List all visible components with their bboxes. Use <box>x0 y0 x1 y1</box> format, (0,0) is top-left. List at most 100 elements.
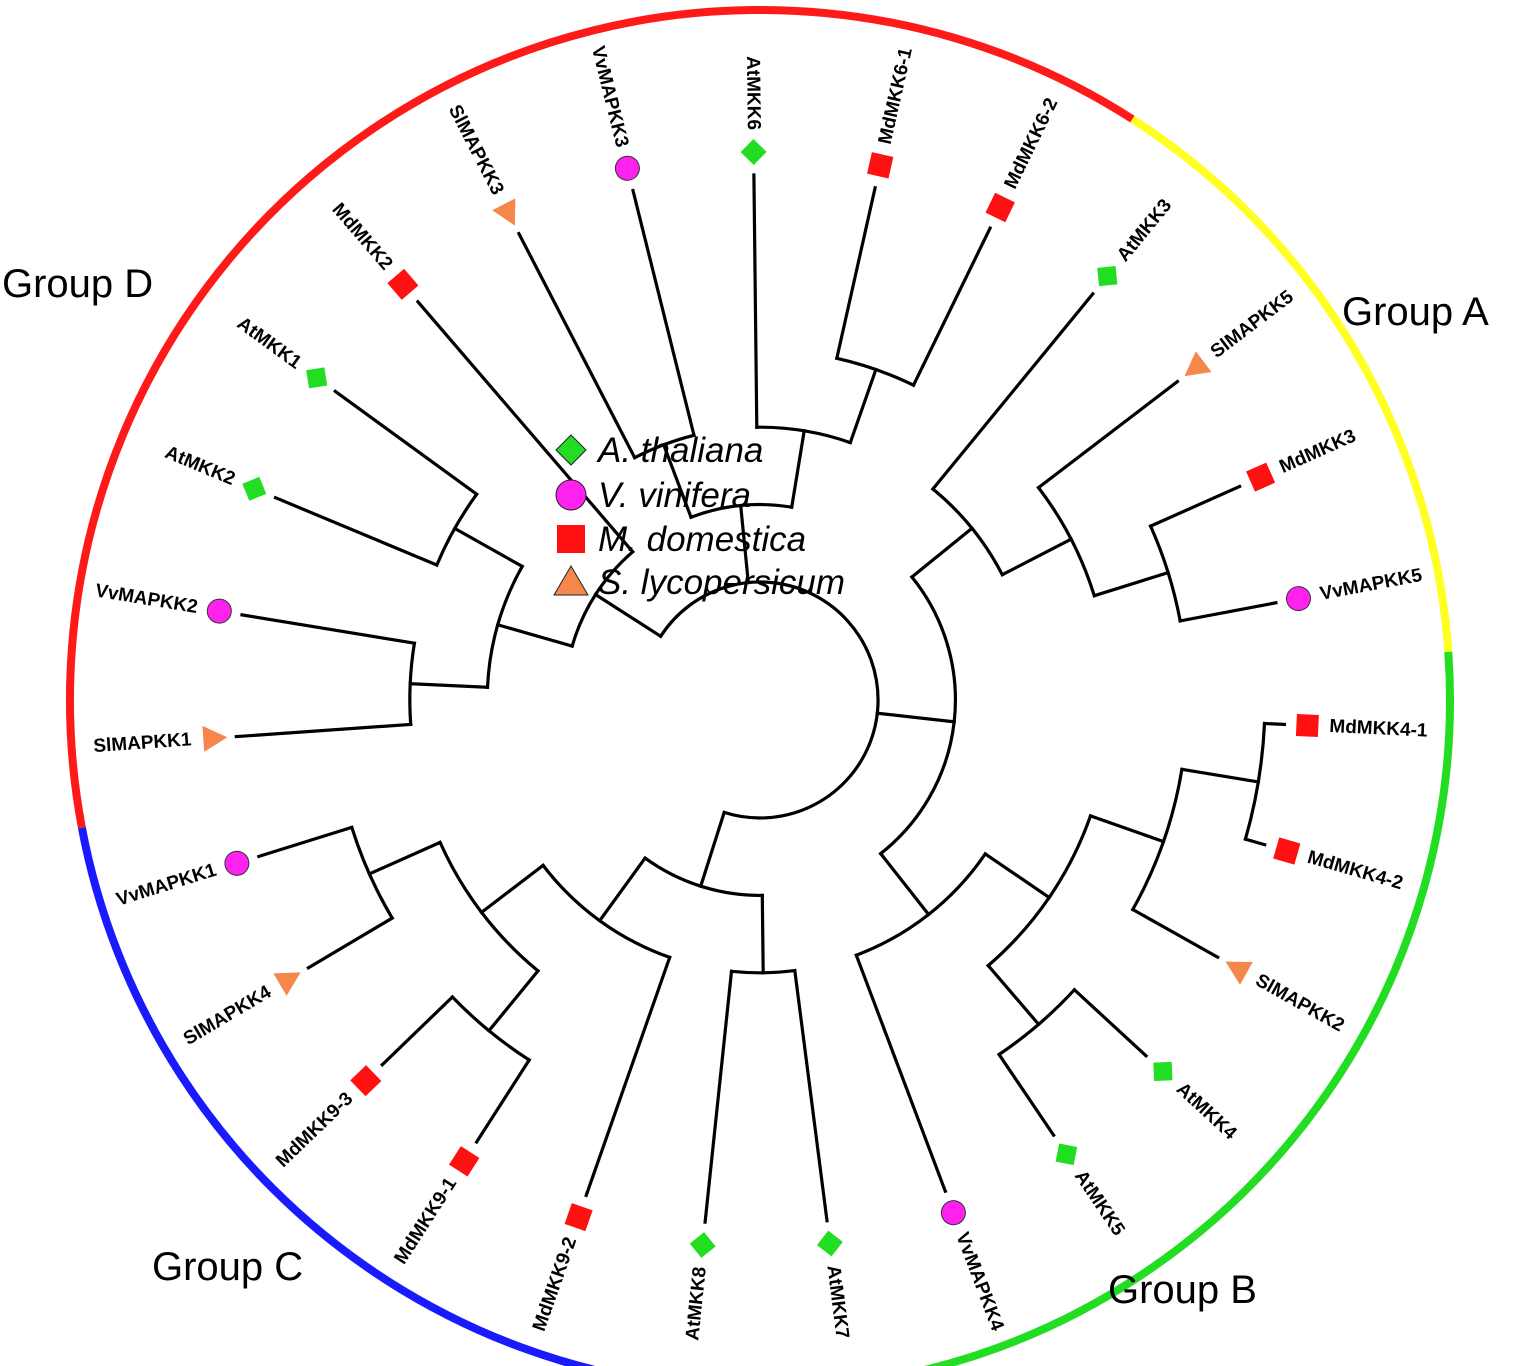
branch-line <box>1180 767 1261 784</box>
leaf-marker-square-mdmkk4-2 <box>1273 837 1301 865</box>
branch-line <box>256 825 354 859</box>
leaf-marker-diamond-atmkk7 <box>817 1230 843 1257</box>
leaf-marker-circle-vvmapkk1 <box>224 850 250 876</box>
leaf-marker-triangle-slmapkk1 <box>202 725 228 752</box>
leaf-marker-triangle-slmapkk2 <box>1225 961 1253 985</box>
leaf-marker-square-mdmkk4-1 <box>1295 713 1319 738</box>
branch-line <box>834 185 878 361</box>
branch-line <box>752 173 759 429</box>
branch-line <box>793 968 829 1223</box>
branch-line <box>273 495 439 568</box>
leaf-label-slmapkk1: SlMAPKK1 <box>93 729 193 757</box>
tree-branches <box>234 173 1287 1224</box>
leaf-label-vvmapkk3: VvMAPKK3 <box>587 44 632 149</box>
leaf-label-atmkk4: AtMKK4 <box>1172 1079 1241 1145</box>
branch-line <box>996 1052 1056 1138</box>
leaf-marker-circle-vvmapkk4 <box>940 1200 966 1226</box>
group-d-label: Group D <box>2 262 153 306</box>
leaf-marker-square-mdmkk2 <box>387 268 419 300</box>
leaf-label-mdmkk6-2: MdMKK6-2 <box>1000 95 1062 192</box>
leaf-label-atmkk7: AtMKK7 <box>822 1264 852 1340</box>
leaf-marker-square-mdmkk9-1 <box>449 1146 480 1177</box>
leaf-marker-square-mdmkk6-1 <box>867 152 894 179</box>
branch-line <box>479 863 546 915</box>
legend-label-a-thaliana: A. thaliana <box>596 431 763 470</box>
orange-triangle-icon <box>553 565 589 596</box>
leaf-label-mdmkk9-2: MdMKK9-2 <box>529 1234 581 1334</box>
branch-line <box>333 389 479 497</box>
group-a-label: Group A <box>1342 290 1489 334</box>
branch-line <box>240 613 417 646</box>
branch-line <box>848 367 878 445</box>
branch-line <box>1148 484 1242 529</box>
branch-line <box>698 810 727 889</box>
leaf-label-vvmapkk5: VvMAPKK5 <box>1318 565 1424 605</box>
branch-line <box>516 231 637 460</box>
branch-line <box>1092 570 1171 598</box>
group-color-ring <box>65 5 1454 1366</box>
group-ring-group-d <box>77 826 927 1366</box>
legend-item-v-vinifera: V. vinifera <box>555 476 751 515</box>
leaf-label-slmapkk3: SlMAPKK3 <box>444 102 508 199</box>
leaf-marker-diamond-atmkk6 <box>740 139 767 165</box>
leaf-label-mdmkk3: MdMKK3 <box>1276 426 1359 478</box>
green-diamond-icon <box>555 434 587 466</box>
leaf-marker-triangle-slmapkk5 <box>1184 351 1212 377</box>
branch-line <box>380 994 455 1067</box>
branch-line <box>367 840 443 877</box>
leaf-label-mdmkk4-1: MdMKK4-1 <box>1329 716 1428 742</box>
legend-item-a-thaliana: A. thaliana <box>555 431 763 470</box>
branch-line <box>789 428 807 510</box>
leaf-label-vvmapkk1: VvMAPKK1 <box>114 860 219 911</box>
branch-line <box>1072 987 1149 1059</box>
branch-line <box>408 682 490 689</box>
branch-line <box>452 526 525 569</box>
leaf-marker-triangle-slmapkk3 <box>492 198 516 226</box>
leaf-label-slmapkk5: SlMAPKK5 <box>1207 286 1298 362</box>
branch-line <box>631 188 696 438</box>
branch-line <box>930 291 1096 492</box>
group-ring-group-c <box>925 651 1454 1366</box>
leaf-label-vvmapkk4: VvMAPKK4 <box>951 1230 1007 1335</box>
leaf-label-atmkk6: AtMKK6 <box>742 56 764 130</box>
leaf-label-slmapkk4: SlMAPKK4 <box>180 981 276 1049</box>
legend-label-m-domestica: M. domestica <box>598 520 806 559</box>
leaf-label-mdmkk9-3: MdMKK9-3 <box>272 1088 357 1171</box>
group-ring-group-b <box>1130 115 1453 653</box>
group-ring-group-a <box>65 5 1135 829</box>
red-square-icon <box>557 525 585 553</box>
branch-line <box>1088 813 1166 844</box>
group-b-label: Group B <box>1108 1268 1257 1312</box>
branch-line <box>597 855 648 923</box>
branch-line <box>911 225 993 388</box>
leaf-marker-square-mdmkk3 <box>1246 462 1276 492</box>
branch-line <box>909 526 975 580</box>
branch-line <box>584 955 672 1198</box>
leaf-label-atmkk1: AtMKK1 <box>233 313 305 374</box>
branch-line <box>486 968 541 1033</box>
branch-arc <box>658 580 880 820</box>
branch-line <box>1130 907 1220 960</box>
legend-item-s-lycopersicum: S. lycopersicum <box>553 563 845 602</box>
leaf-marker-circle-vvmapkk3 <box>614 155 640 181</box>
leaf-labels: SlMAPKK1VvMAPKK2AtMKK2AtMKK1MdMKK2SlMAPK… <box>93 44 1429 1342</box>
leaf-marker-diamond-atmkk3 <box>1097 266 1118 287</box>
branch-line <box>306 915 395 970</box>
leaf-label-atmkk2: AtMKK2 <box>162 442 238 490</box>
branch-line <box>703 969 734 1224</box>
branch-line <box>985 963 1041 1027</box>
leaf-marker-circle-vvmapkk2 <box>206 598 232 624</box>
leaf-label-mdmkk2: MdMKK2 <box>328 199 397 274</box>
leaf-marker-diamond-atmkk5 <box>1055 1143 1078 1166</box>
species-legend: A. thaliana V. vinifera M. domestica S. … <box>553 431 845 602</box>
branch-line <box>1243 837 1267 847</box>
group-labels: Group A Group B Group C Group D <box>2 262 1489 1312</box>
branch-line <box>1262 721 1287 727</box>
branch-line <box>415 299 635 555</box>
leaf-label-mdmkk4-2: MdMKK4-2 <box>1305 847 1405 894</box>
branch-line <box>593 592 663 639</box>
leaf-marker-square-mdmkk9-2 <box>564 1203 593 1232</box>
branch-line <box>495 622 575 649</box>
leaf-marker-diamond-atmkk8 <box>689 1232 716 1258</box>
